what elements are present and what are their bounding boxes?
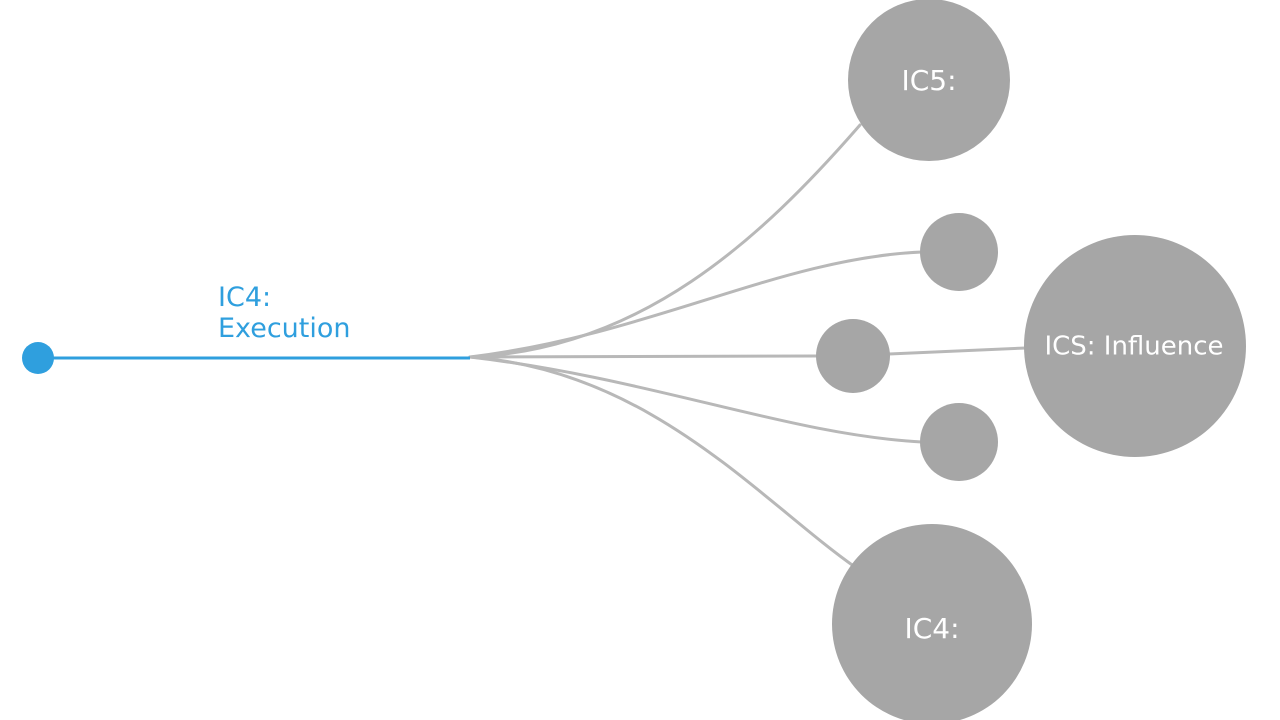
node-bottom-circle [832, 524, 1032, 720]
edge-to-small-middle-node [468, 354, 820, 359]
source-dot[interactable] [22, 342, 54, 374]
node-influence-label: ICS: Influence [1044, 332, 1223, 362]
node-small-upper-circle [920, 213, 998, 291]
edge-to-top-node [468, 123, 862, 359]
node-top-circle [848, 0, 1010, 161]
node-small-upper[interactable] [920, 213, 998, 291]
edges [468, 123, 1028, 569]
node-small-lower-circle [920, 403, 998, 481]
node-small-middle-circle [816, 319, 890, 393]
node-top[interactable]: IC5: [848, 0, 1010, 161]
node-bottom-label: IC4: [904, 612, 959, 645]
edge-middle-to-influence-node [886, 346, 1028, 356]
node-influence[interactable]: ICS: Influence [1024, 235, 1246, 457]
node-influence-circle [1024, 235, 1246, 457]
node-small-lower[interactable] [920, 403, 998, 481]
source-label-line1: IC4: [218, 282, 271, 313]
source-label-line2: Execution [218, 313, 351, 344]
source-label: IC4: Execution [218, 282, 351, 344]
node-small-middle[interactable] [816, 319, 890, 393]
node-top-label: IC5: [901, 64, 956, 97]
edge-to-small-upper-node [468, 250, 924, 359]
source-branch: IC4: Execution [22, 282, 470, 374]
edge-to-bottom-node [468, 355, 857, 569]
node-bottom[interactable]: IC4: [832, 524, 1032, 720]
